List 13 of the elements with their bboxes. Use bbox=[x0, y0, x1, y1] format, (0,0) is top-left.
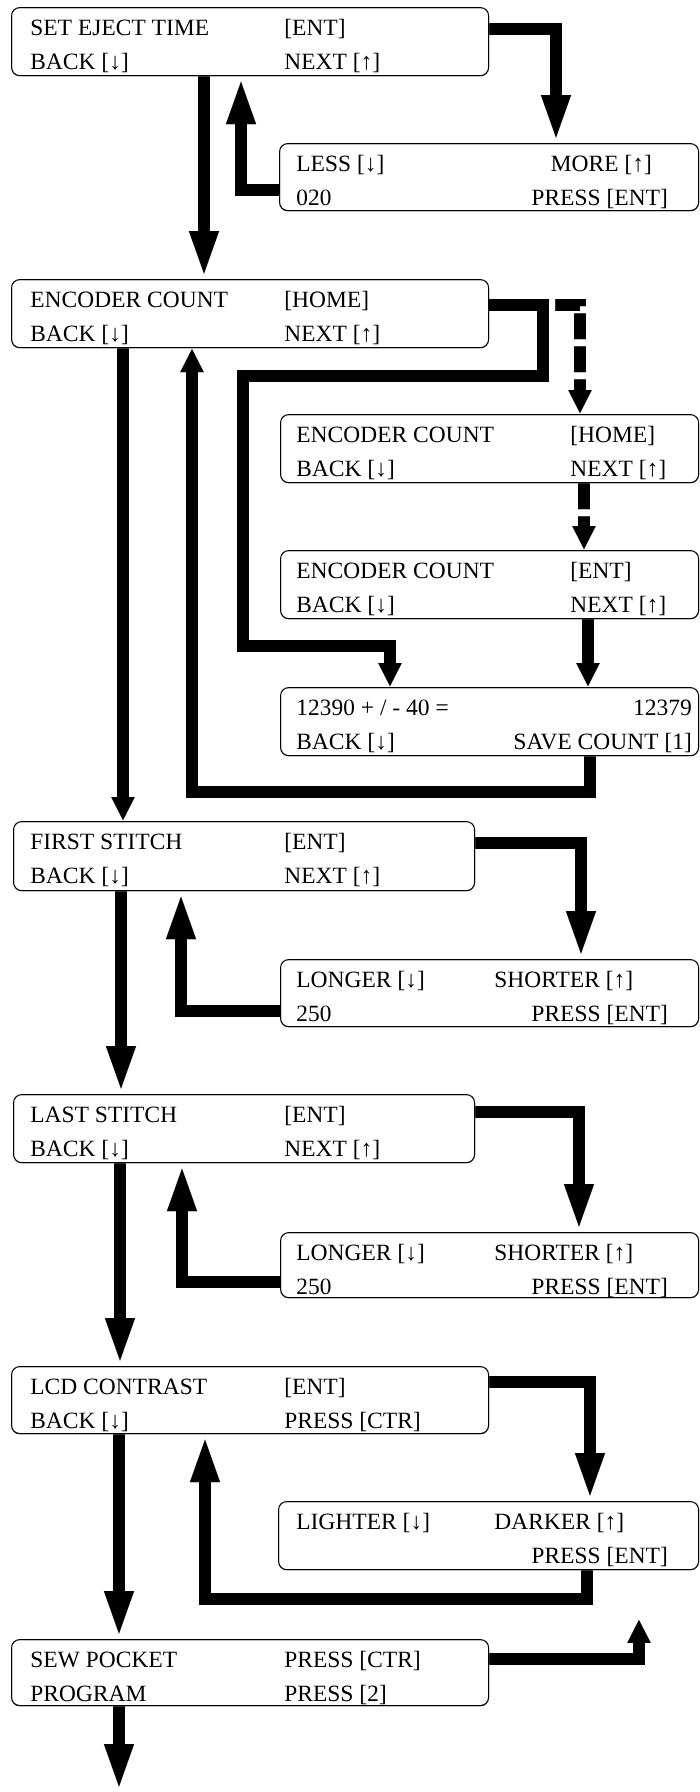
display-box: FIRST STITCH [ENT] BACK [↓] NEXT [↑] bbox=[13, 821, 476, 892]
display-box: ENCODER COUNT [HOME] BACK [↓] NEXT [↑] bbox=[280, 414, 700, 484]
display-box: 12390 + / - 40 = 12379 BACK [↓] SAVE COUNT [1] bbox=[280, 687, 700, 757]
display-box: LONGER [↓] SHORTER [↑] 250 PRESS [ENT] bbox=[280, 959, 700, 1028]
display-box: SEW POCKET PRESS [CTR] PROGRAM PRESS [2] bbox=[11, 1639, 490, 1707]
display-box: ENCODER COUNT [ENT] BACK [↓] NEXT [↑] bbox=[280, 550, 700, 620]
display-box: LONGER [↓] SHORTER [↑] 250 PRESS [ENT] bbox=[280, 1232, 700, 1299]
display-box: LAST STITCH [ENT] BACK [↓] NEXT [↑] bbox=[13, 1094, 476, 1164]
display-box: ENCODER COUNT [HOME] BACK [↓] NEXT [↑] bbox=[11, 279, 490, 349]
display-box: LIGHTER [↓] DARKER [↑] PRESS [ENT] bbox=[278, 1501, 700, 1571]
display-box: LESS [↓] MORE [↑] 020 PRESS [ENT] bbox=[279, 143, 700, 212]
display-box: SET EJECT TIME [ENT] BACK [↓] NEXT [↑] bbox=[11, 7, 490, 77]
display-box: LCD CONTRAST [ENT] BACK [↓] PRESS [CTR] bbox=[11, 1366, 490, 1435]
